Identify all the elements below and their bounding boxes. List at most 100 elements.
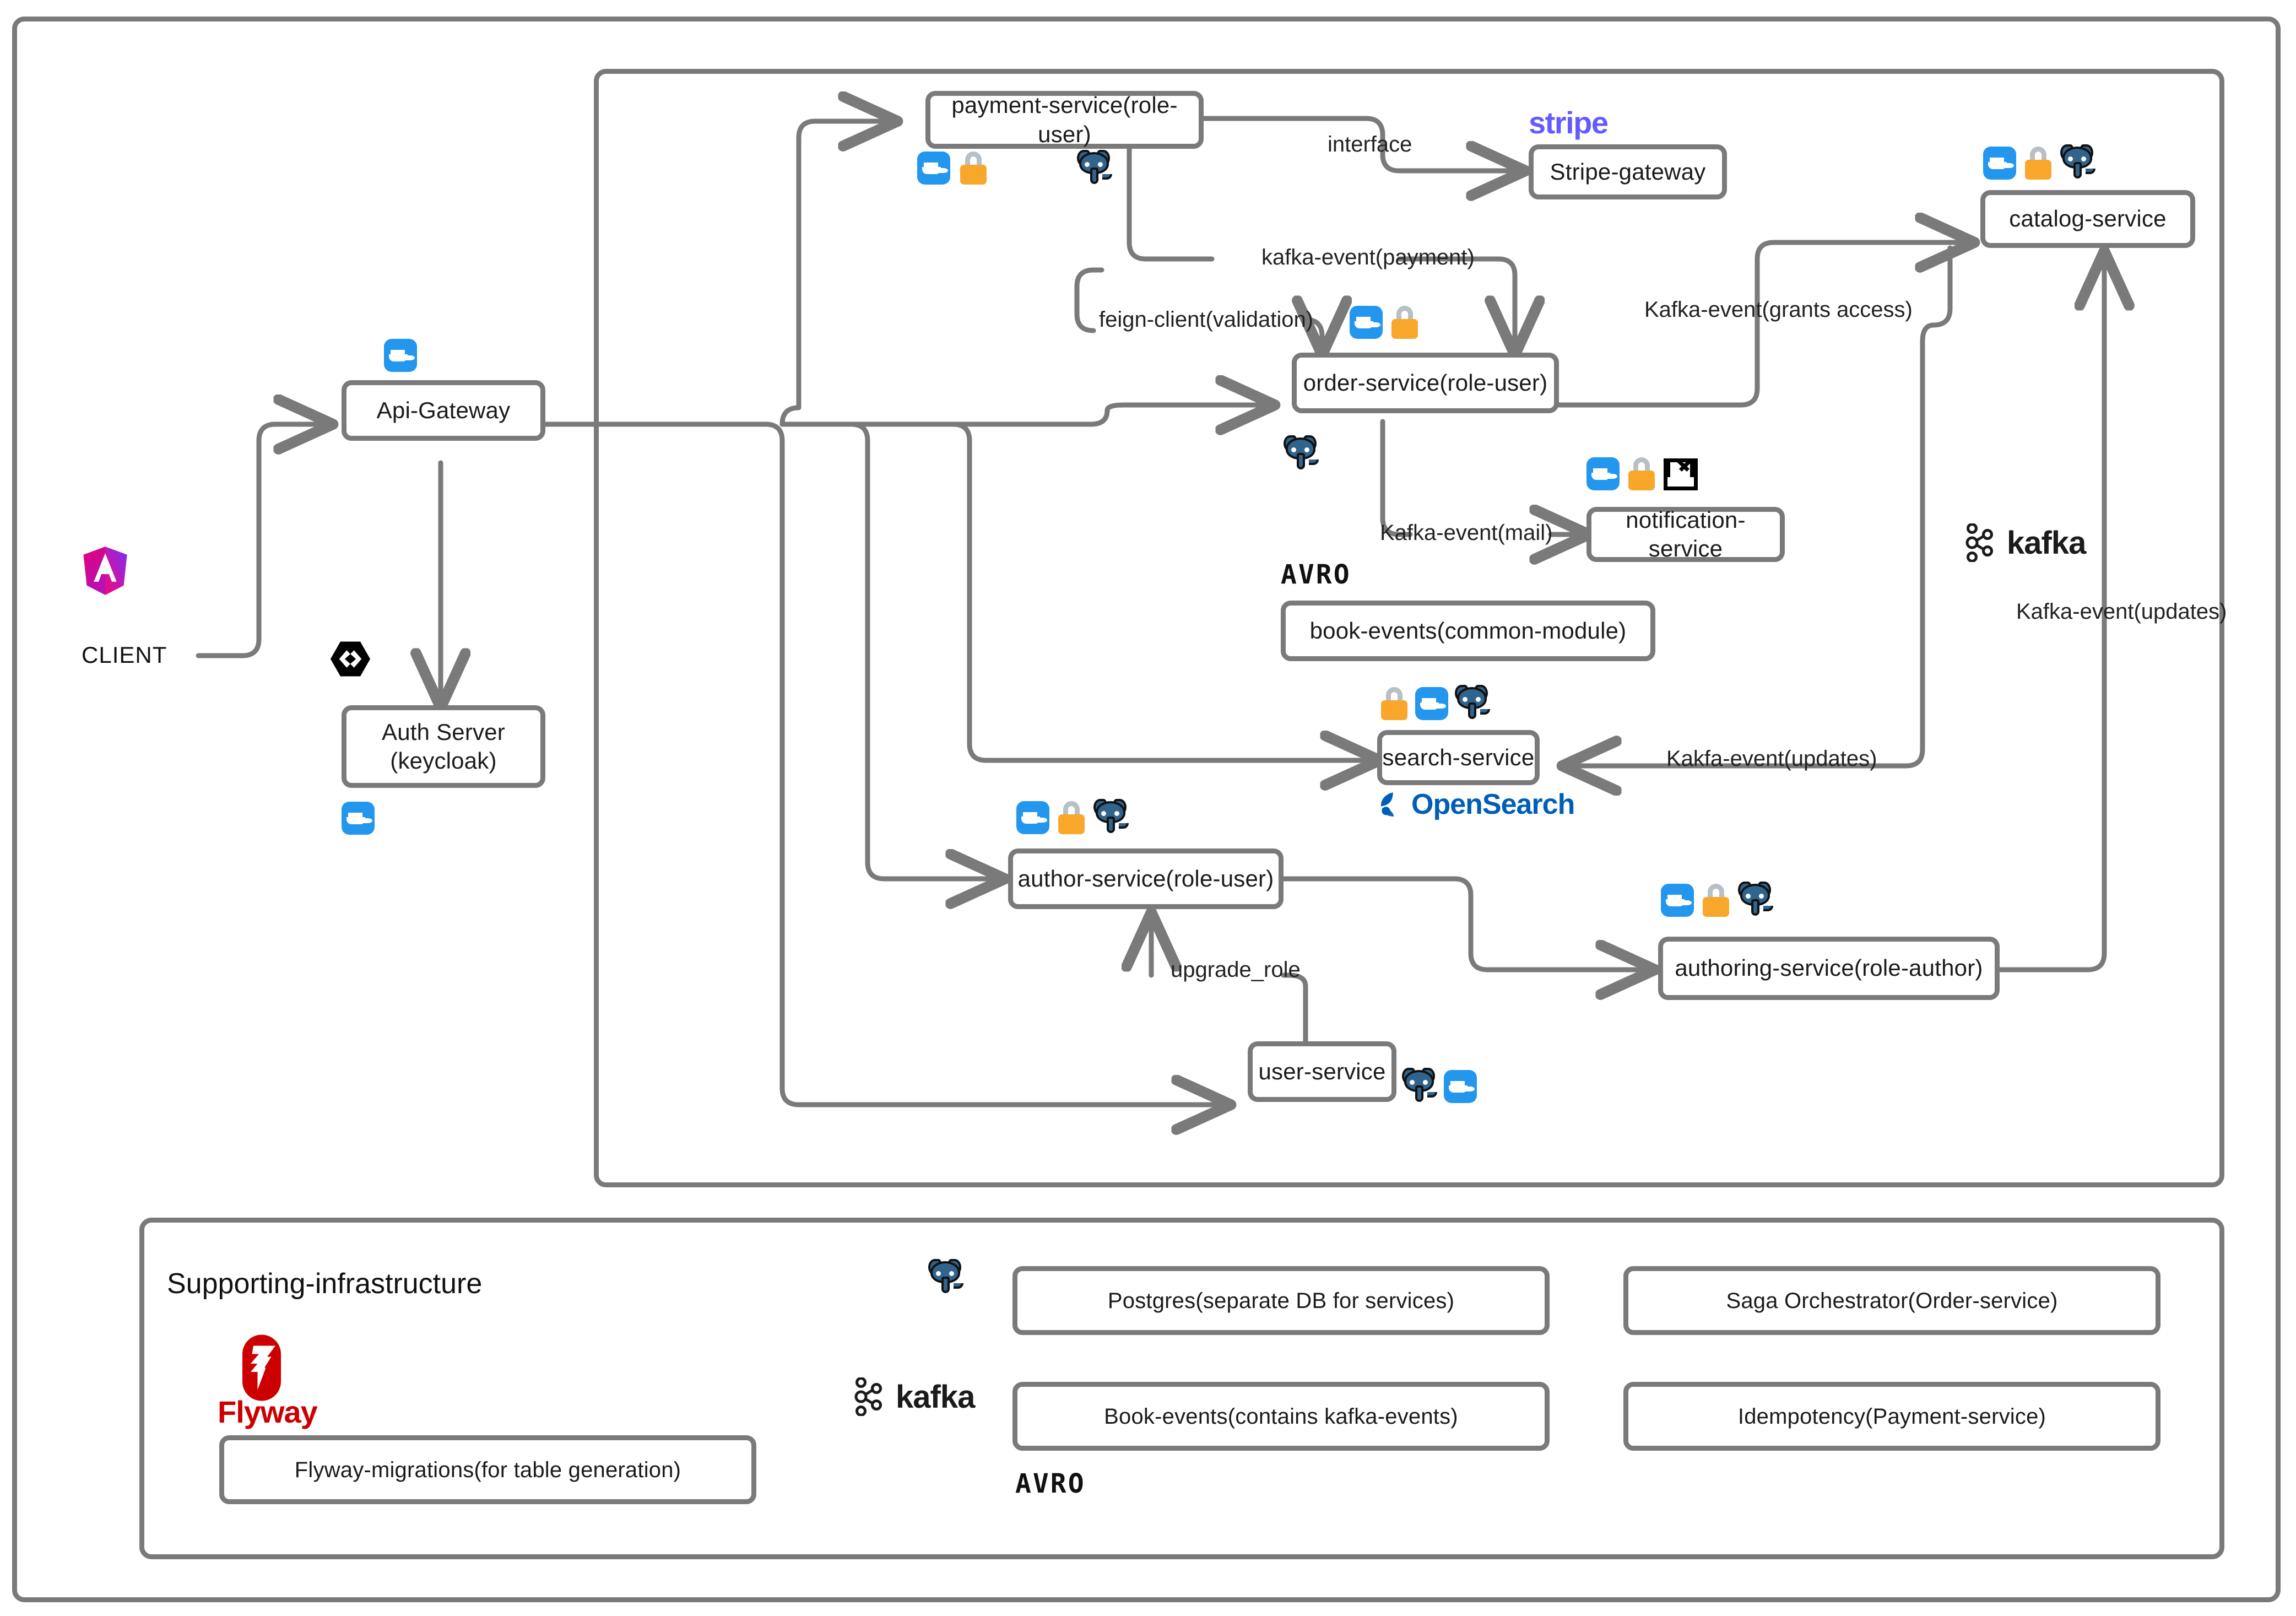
edge-label-feign-client-validation: feign-client(validation) xyxy=(1099,307,1314,332)
idempotency-label: Idempotency(Payment-service) xyxy=(1737,1404,2046,1429)
client-label: CLIENT xyxy=(82,642,167,668)
auth-server-line1: Auth Server xyxy=(382,718,505,745)
edge-label-kafka-event-mail: Kafka-event(mail) xyxy=(1380,521,1553,545)
payment-service-label: payment-service(role-user) xyxy=(951,92,1178,147)
lock-icon xyxy=(1702,884,1730,917)
flyway-brand-label: Flyway xyxy=(218,1395,318,1429)
avro-brand-label-bottom: AVRO xyxy=(1015,1468,1086,1499)
docker-icon xyxy=(1415,687,1448,720)
search-service-label: search-service xyxy=(1382,744,1535,770)
book-events-infra-node[interactable]: Book-events(contains kafka-events) xyxy=(1012,1382,1550,1451)
book-events-infra-label: Book-events(contains kafka-events) xyxy=(1104,1404,1458,1429)
flyway-icon xyxy=(237,1333,286,1405)
lock-icon xyxy=(1057,801,1086,834)
services-frame xyxy=(594,69,2224,1187)
postgres-icon xyxy=(1284,435,1319,471)
kafka-icon xyxy=(854,1377,882,1416)
docker-icon xyxy=(917,152,950,185)
docker-icon xyxy=(1586,457,1620,490)
postgres-icon xyxy=(1738,882,1773,917)
postgres-icon xyxy=(1455,685,1490,720)
flyway-migrations-label: Flyway-migrations(for table generation) xyxy=(294,1457,681,1482)
flyway-migrations-node[interactable]: Flyway-migrations(for table generation) xyxy=(219,1435,756,1504)
outer-frame xyxy=(12,17,2281,1602)
api-gateway-icons xyxy=(384,339,417,372)
postgres-icon xyxy=(2060,144,2095,180)
catalog-service-label: catalog-service xyxy=(2009,206,2167,232)
docker-icon xyxy=(1350,306,1383,339)
payment-service-db-icon xyxy=(1077,150,1112,185)
catalog-service-node[interactable]: catalog-service xyxy=(1980,190,2195,248)
saga-orchestrator-label: Saga Orchestrator(Order-service) xyxy=(1726,1288,2058,1313)
kafka-label: kafka xyxy=(896,1379,975,1415)
edge-label-kafka-event-payment: kafka-event(payment) xyxy=(1261,245,1475,269)
postgres-db-label: Postgres(separate DB for services) xyxy=(1107,1288,1455,1313)
stripe-brand-label: stripe xyxy=(1529,105,1609,140)
stripe-gateway-node[interactable]: Stripe-gateway xyxy=(1529,144,1727,199)
search-service-node[interactable]: search-service xyxy=(1377,730,1540,785)
auth-server-node[interactable]: Auth Server (keycloak) xyxy=(342,705,545,788)
avro-brand-label-top: AVRO xyxy=(1281,559,1351,590)
author-service-node[interactable]: author-service(role-user) xyxy=(1008,848,1284,909)
order-service-db-icon xyxy=(1284,435,1319,471)
supporting-infrastructure-frame xyxy=(139,1218,2224,1559)
kafka-label: kafka xyxy=(2007,525,2086,561)
authoring-service-icons xyxy=(1661,882,1773,917)
edge-label-interface: interface xyxy=(1328,132,1412,156)
postgres-icon xyxy=(1402,1068,1437,1103)
user-service-node[interactable]: user-service xyxy=(1248,1041,1396,1102)
kafka-brand-middle: kafka xyxy=(1964,523,2086,562)
saga-orchestrator-node[interactable]: Saga Orchestrator(Order-service) xyxy=(1623,1266,2160,1335)
lock-icon xyxy=(1380,687,1409,720)
notification-service-label: notification-service xyxy=(1626,506,1746,562)
edge-label-kafka-event-grants-access: Kafka-event(grants access) xyxy=(1644,298,1913,322)
postgres-icon xyxy=(1093,799,1129,834)
docker-icon xyxy=(342,802,375,835)
order-service-label: order-service(role-user) xyxy=(1303,369,1548,396)
author-service-icons xyxy=(1016,799,1129,834)
user-service-icons xyxy=(1402,1068,1477,1103)
search-service-icons xyxy=(1380,685,1490,720)
opensearch-icon xyxy=(1380,792,1394,817)
edge-label-kakfa-event-updates: Kakfa-event(updates) xyxy=(1666,747,1877,771)
stripe-gateway-label: Stripe-gateway xyxy=(1550,158,1706,185)
auth-server-icons xyxy=(342,802,375,835)
user-service-label: user-service xyxy=(1258,1058,1386,1084)
payment-service-icons xyxy=(917,152,988,185)
catalog-service-icons xyxy=(1983,144,2095,180)
edge-label-kafka-event-updates: Kafka-event(updates) xyxy=(2016,599,2227,624)
idempotency-node[interactable]: Idempotency(Payment-service) xyxy=(1623,1382,2160,1451)
mail-icon xyxy=(1664,458,1698,490)
authoring-service-label: authoring-service(role-author) xyxy=(1675,955,1983,981)
authoring-service-node[interactable]: authoring-service(role-author) xyxy=(1658,937,2000,1000)
opensearch-label: OpenSearch xyxy=(1411,788,1575,820)
docker-icon xyxy=(1444,1070,1477,1103)
docker-icon xyxy=(1983,147,2016,180)
api-gateway-node[interactable]: Api-Gateway xyxy=(342,380,545,441)
edge-label-upgrade-role: upgrade_role xyxy=(1171,958,1301,982)
opensearch-brand: OpenSearch xyxy=(1377,788,1575,821)
book-events-node[interactable]: book-events(common-module) xyxy=(1281,601,1655,661)
order-service-icons xyxy=(1350,306,1419,339)
payment-service-node[interactable]: payment-service(role-user) xyxy=(925,91,1204,149)
lock-icon xyxy=(1390,306,1419,339)
lock-icon xyxy=(2024,147,2053,180)
notification-service-icons xyxy=(1586,457,1698,490)
lock-icon xyxy=(1627,457,1656,490)
lock-icon xyxy=(959,152,988,185)
order-service-node[interactable]: order-service(role-user) xyxy=(1292,353,1559,413)
docker-icon xyxy=(1661,884,1694,917)
angular-icon xyxy=(82,545,129,596)
postgres-db-node[interactable]: Postgres(separate DB for services) xyxy=(1012,1266,1550,1335)
auth-server-line2: (keycloak) xyxy=(390,748,497,774)
docker-icon xyxy=(1016,801,1049,834)
notification-service-node[interactable]: notification-service xyxy=(1586,507,1785,562)
docker-icon xyxy=(384,339,417,372)
kafka-icon xyxy=(1965,523,1993,562)
api-gateway-label: Api-Gateway xyxy=(376,397,511,423)
postgres-icon xyxy=(1077,150,1112,185)
author-service-label: author-service(role-user) xyxy=(1017,865,1274,891)
keycloak-icon xyxy=(331,639,370,679)
